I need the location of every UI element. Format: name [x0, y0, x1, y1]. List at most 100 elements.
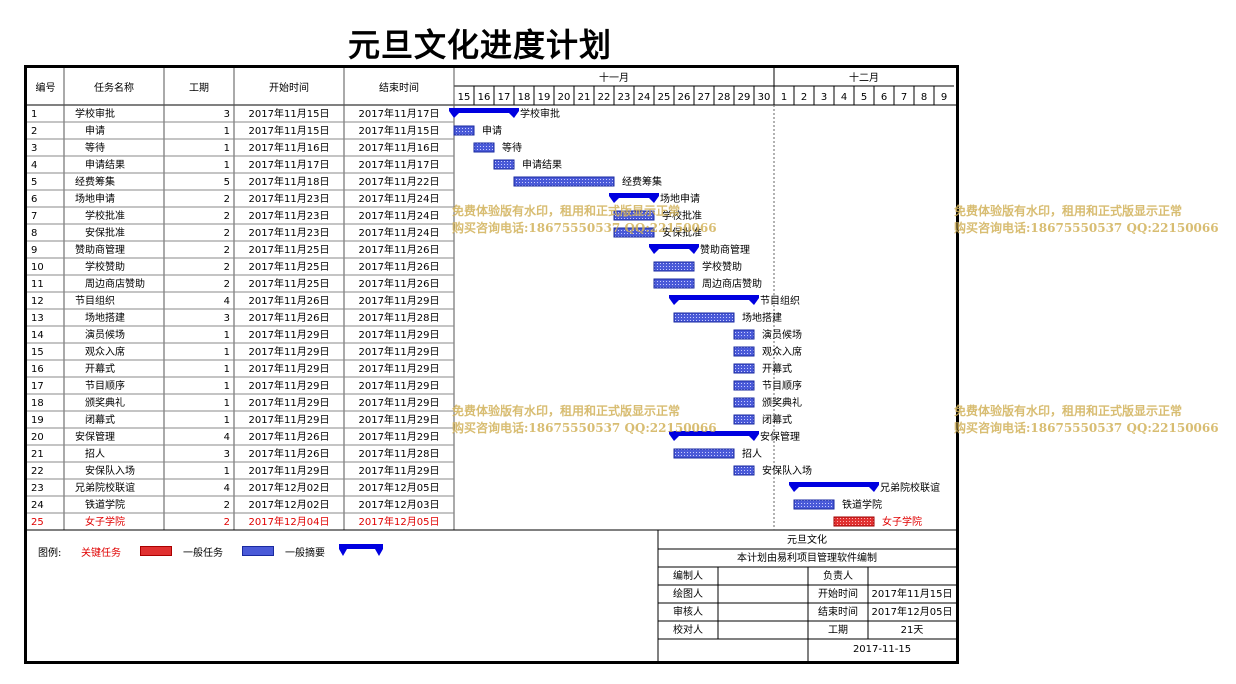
task-name: 闭幕式 [85, 413, 115, 426]
task-end: 2017年11月22日 [359, 175, 440, 188]
legend-critical-label: 关键任务 [81, 548, 121, 559]
bar-label: 颁奖典礼 [762, 396, 802, 409]
task-bar [473, 142, 495, 153]
bar-label: 安保管理 [760, 430, 800, 443]
task-end: 2017年11月28日 [359, 447, 440, 460]
task-end: 2017年11月15日 [359, 124, 440, 137]
infobox-end-label: 结束时间 [818, 607, 858, 618]
task-id: 16 [31, 364, 44, 375]
task-id: 10 [31, 262, 44, 273]
summary-bar [789, 482, 879, 492]
task-start: 2017年11月29日 [249, 464, 330, 477]
task-end: 2017年11月29日 [359, 328, 440, 341]
watermark-line2-b: 购买咨询电话:18675550537 QQ:22150066 [954, 221, 1219, 235]
task-duration: 2 [224, 262, 230, 273]
task-name: 申请 [85, 124, 105, 137]
task-bar [653, 278, 695, 289]
summary-bar [449, 108, 519, 118]
task-end: 2017年11月29日 [359, 430, 440, 443]
task-start: 2017年11月29日 [249, 345, 330, 358]
legend-critical-swatch [140, 546, 172, 556]
bar-label: 安保队入场 [762, 464, 812, 477]
task-bar [453, 125, 475, 136]
bar-label: 演员候场 [762, 328, 802, 341]
task-id: 1 [31, 109, 37, 120]
task-duration: 3 [224, 313, 230, 324]
task-duration: 2 [224, 279, 230, 290]
day-label: 7 [901, 92, 907, 103]
task-name: 颁奖典礼 [85, 396, 125, 409]
task-duration: 5 [224, 177, 230, 188]
infobox-duration-label: 工期 [828, 625, 848, 636]
task-name: 招人 [85, 447, 105, 460]
task-end: 2017年11月26日 [359, 277, 440, 290]
task-bar [673, 448, 735, 459]
bar-label: 开幕式 [762, 362, 792, 375]
day-label: 29 [738, 92, 751, 103]
task-start: 2017年11月15日 [249, 124, 330, 137]
bar-label: 观众入席 [762, 345, 802, 358]
task-end: 2017年11月24日 [359, 226, 440, 239]
bar-label: 学校审批 [520, 107, 560, 120]
watermark-line2-d: 购买咨询电话:18675550537 QQ:22150066 [954, 421, 1219, 435]
task-name: 场地搭建 [85, 311, 125, 324]
day-label: 1 [781, 92, 787, 103]
task-end: 2017年11月28日 [359, 311, 440, 324]
legend-summary-swatch [339, 544, 383, 556]
task-bar [733, 380, 755, 391]
task-start: 2017年11月15日 [249, 107, 330, 120]
day-label: 25 [658, 92, 671, 103]
task-start: 2017年11月18日 [249, 175, 330, 188]
infobox-reviewer-value [718, 604, 808, 621]
day-label: 27 [698, 92, 711, 103]
task-id: 23 [31, 483, 44, 494]
infobox-project: 元旦文化 [787, 535, 827, 546]
infobox-proof-value [718, 622, 808, 639]
task-duration: 1 [224, 364, 230, 375]
task-duration: 4 [224, 432, 230, 443]
bar-label: 女子学院 [882, 515, 922, 528]
col-header-start: 开始时间 [269, 81, 309, 94]
bar-label: 经费筹集 [622, 175, 662, 188]
task-duration: 1 [224, 143, 230, 154]
task-id: 22 [31, 466, 44, 477]
day-label: 23 [618, 92, 631, 103]
day-label: 8 [921, 92, 927, 103]
task-duration: 1 [224, 160, 230, 171]
task-start: 2017年11月29日 [249, 379, 330, 392]
day-label: 9 [941, 92, 947, 103]
task-name: 安保管理 [75, 430, 115, 443]
task-name: 兄弟院校联谊 [75, 481, 135, 494]
task-name: 场地申请 [75, 192, 115, 205]
task-end: 2017年11月17日 [359, 158, 440, 171]
task-duration: 4 [224, 296, 230, 307]
infobox-date: 2017-11-15 [852, 644, 912, 655]
task-start: 2017年11月29日 [249, 362, 330, 375]
task-id: 18 [31, 398, 44, 409]
task-name: 申请结果 [85, 158, 125, 171]
task-start: 2017年11月26日 [249, 311, 330, 324]
task-name: 开幕式 [85, 362, 115, 375]
bar-label: 节目顺序 [762, 379, 802, 392]
task-duration: 2 [224, 228, 230, 239]
day-label: 3 [821, 92, 827, 103]
infobox-editor-label: 编制人 [673, 571, 703, 582]
task-end: 2017年11月29日 [359, 345, 440, 358]
task-bar [613, 210, 655, 221]
task-end: 2017年11月29日 [359, 413, 440, 426]
task-id: 5 [31, 177, 37, 188]
bar-label: 铁道学院 [842, 498, 882, 511]
month-label-nov: 十一月 [599, 71, 629, 84]
task-duration: 2 [224, 194, 230, 205]
day-label: 15 [458, 92, 471, 103]
task-id: 6 [31, 194, 37, 205]
task-id: 4 [31, 160, 37, 171]
task-end: 2017年11月26日 [359, 243, 440, 256]
day-label: 24 [638, 92, 651, 103]
day-label: 4 [841, 92, 847, 103]
summary-bar [669, 295, 759, 305]
task-duration: 1 [224, 330, 230, 341]
task-end: 2017年11月29日 [359, 294, 440, 307]
day-label: 26 [678, 92, 691, 103]
